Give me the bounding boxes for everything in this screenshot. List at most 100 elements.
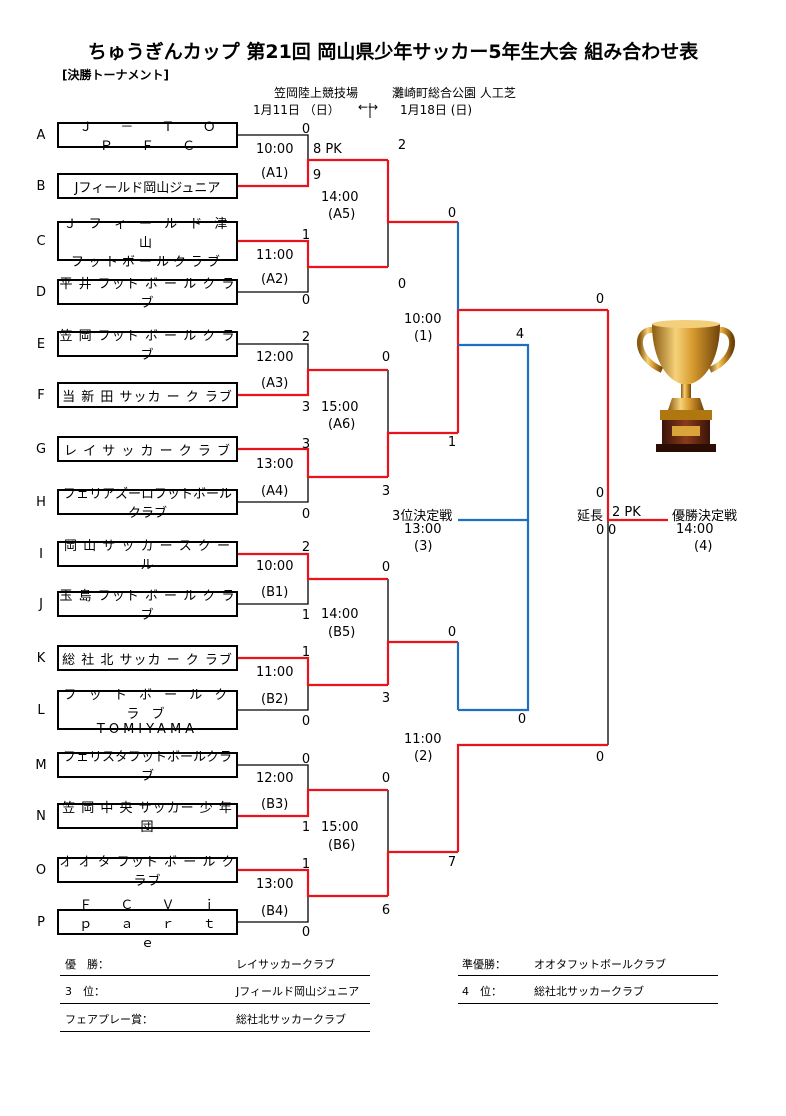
fair-play-value: 総社北サッカークラブ	[236, 1013, 346, 1026]
team-name: 笠 岡 中 央 サッカー 少 年 団	[62, 801, 233, 835]
result-divider	[60, 1003, 370, 1004]
team-name: オ オ タ フット ボ ー ル ク ラブ	[59, 855, 236, 889]
bracket-line	[238, 579, 309, 605]
match-time: 15:00	[321, 400, 359, 415]
team-letter: E	[36, 337, 46, 352]
team-letter: K	[36, 651, 46, 666]
quarterfinal-score: 0	[381, 350, 391, 365]
match-code: (B6)	[328, 838, 356, 853]
team-box: 岡 山 サ ッ カ ー ス ク ー ル	[57, 539, 238, 573]
quarterfinal-score: 2	[397, 138, 407, 153]
team-name: フ ッ ト ボ ー ル ク ラ ブ	[63, 687, 232, 722]
runner-up-label: 準優勝：	[462, 958, 506, 971]
venue-left: 笠岡陸上競技場	[274, 86, 359, 100]
final-pk: 2 PK	[612, 505, 641, 520]
match-code: (2)	[414, 749, 433, 764]
round1-score: 0	[301, 122, 311, 137]
final-extra-score: 0	[595, 486, 605, 501]
bracket-line	[238, 685, 309, 711]
fourth-label: 4 位：	[462, 985, 502, 998]
semifinal-score: 0	[447, 625, 457, 640]
winner-line	[238, 552, 388, 581]
winner-line	[386, 431, 458, 477]
winner-line	[238, 158, 388, 188]
round1-score: 1	[301, 857, 311, 872]
round1-score: 0	[301, 507, 311, 522]
third-place-line	[458, 343, 530, 522]
round1-score: 2	[301, 330, 311, 345]
match-time: 11:00	[256, 665, 294, 680]
date-right: 1月18日 (日)	[400, 103, 473, 117]
pk-score: 8 PK	[313, 142, 342, 157]
final-label: 優勝決定戦	[672, 509, 738, 524]
round1-score: 0	[301, 293, 311, 308]
result-divider	[458, 1003, 718, 1004]
team-name: 当 新 田 サッカ ー ク ラブ	[62, 389, 233, 405]
match-code: (A1)	[261, 166, 289, 181]
match-code: (1)	[414, 329, 433, 344]
extra-time-label: 延長	[577, 509, 604, 524]
match-code: (B3)	[261, 797, 289, 812]
match-code: (A6)	[328, 417, 356, 432]
match-code: (B4)	[261, 904, 289, 919]
venue-right: 灘崎町総合公園 人工芝	[392, 86, 516, 100]
team-letter: F	[37, 388, 45, 403]
team-letter: G	[35, 442, 47, 457]
match-code: (B1)	[261, 585, 289, 600]
team-letter: N	[36, 809, 46, 824]
result-divider	[60, 975, 370, 976]
final-score: 0	[595, 292, 605, 307]
match-time: 12:00	[256, 350, 294, 365]
bracket-line	[238, 267, 309, 293]
team-letter: D	[35, 285, 46, 300]
round1-score: 3	[301, 400, 311, 415]
match-code: (B2)	[261, 692, 289, 707]
page-subtitle: [決勝トーナメント]	[62, 68, 169, 82]
match-time: 14:00	[676, 522, 714, 537]
team-name: 玉 島 フット ボ ー ル ク ラブ	[59, 589, 236, 623]
quarterfinal-score: 3	[381, 691, 391, 706]
team-name-line2: フットボールクラブ	[70, 254, 224, 270]
round1-score: 0	[301, 714, 311, 729]
winner-line	[238, 868, 388, 898]
team-letter: I	[39, 547, 43, 562]
team-letter: C	[36, 234, 46, 249]
team-box: 総 社 北 サッカ ー ク ラブ	[57, 645, 238, 671]
quarterfinal-score: 0	[397, 277, 407, 292]
round1-score: 9	[312, 168, 322, 183]
date-arrow: ←→	[358, 100, 379, 114]
winner-line	[456, 308, 608, 433]
team-box: 当 新 田 サッカ ー ク ラブ	[57, 382, 238, 408]
winner-line	[238, 656, 388, 687]
team-letter: B	[36, 179, 46, 194]
winner-line	[238, 368, 388, 397]
trophy-icon	[632, 318, 740, 458]
team-letter: H	[36, 495, 46, 510]
winner-line	[606, 310, 668, 522]
bracket-line	[238, 343, 309, 370]
round1-score: 1	[301, 820, 311, 835]
final-pk-right: 0	[608, 523, 617, 538]
winner-line	[238, 788, 388, 818]
semifinal-score: 7	[447, 855, 457, 870]
round1-score: 0	[301, 752, 311, 767]
bracket-line	[238, 764, 309, 790]
match-code: (B5)	[328, 625, 356, 640]
third-place-score: 0	[517, 712, 527, 727]
date-left: 1月11日 （日）	[253, 103, 340, 117]
match-code: (A4)	[261, 484, 289, 499]
team-box: Jフィールド岡山ジュニア	[57, 173, 238, 199]
match-code: (A2)	[261, 272, 289, 287]
team-box: レ イ サ ッ カ ー ク ラ ブ	[57, 436, 238, 462]
match-time: 10:00	[256, 559, 294, 574]
bracket-line	[238, 134, 309, 160]
match-time: 15:00	[321, 820, 359, 835]
match-time: 13:00	[404, 522, 442, 537]
round1-score: 1	[301, 608, 311, 623]
quarterfinal-score: 0	[381, 560, 391, 575]
team-box: フェリアズーロフットボールクラブ	[57, 487, 238, 521]
runner-up-value: オオタフットボールクラブ	[534, 958, 666, 971]
third-place-line	[458, 520, 530, 712]
bracket-line	[238, 477, 309, 503]
